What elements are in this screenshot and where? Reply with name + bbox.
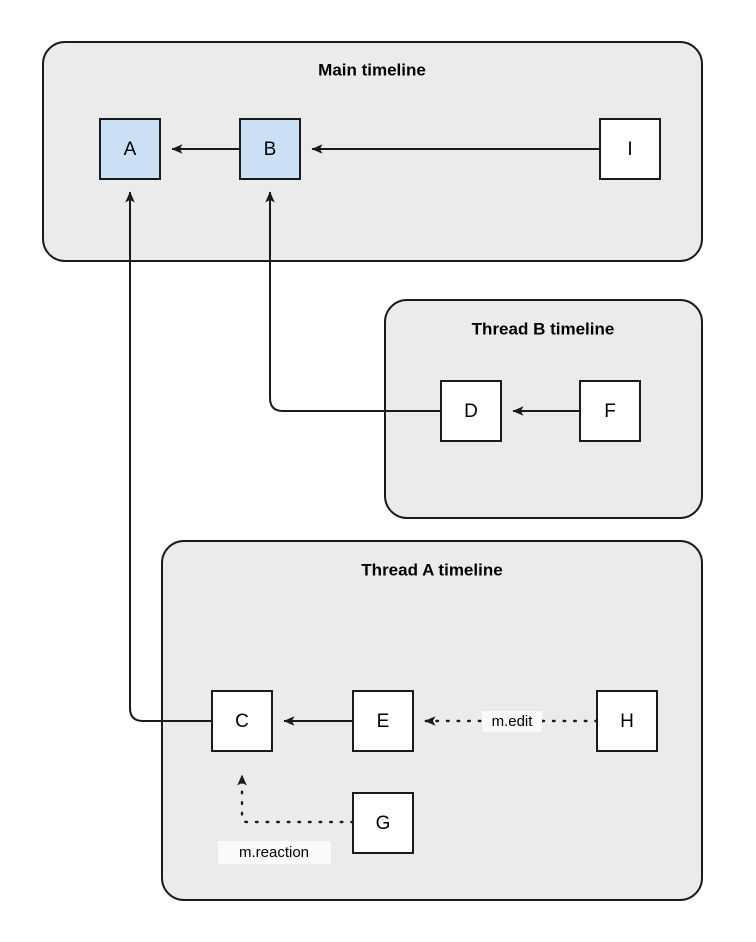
edge-label-m-reaction: m.reaction xyxy=(218,841,331,864)
edge-label-m-edit-background xyxy=(482,711,542,732)
node-i-label: I xyxy=(627,139,632,160)
edge-label-m-edit-text: m.edit xyxy=(492,713,534,730)
node-h-label: H xyxy=(620,711,634,732)
node-d-label: D xyxy=(464,401,478,422)
node-g[interactable]: G xyxy=(352,792,414,854)
node-c[interactable]: C xyxy=(211,690,273,752)
node-a-box[interactable] xyxy=(99,118,161,180)
node-a[interactable]: A xyxy=(99,118,161,180)
node-c-box[interactable] xyxy=(211,690,273,752)
edge-g-to-c xyxy=(237,773,355,824)
edge-label-m-edit: m.edit xyxy=(482,711,542,732)
node-e-box[interactable] xyxy=(352,690,414,752)
group-thread-b-timeline-title: Thread B timeline xyxy=(472,319,615,338)
node-i[interactable]: I xyxy=(599,118,661,180)
node-f[interactable]: F xyxy=(579,380,641,442)
node-a-label: A xyxy=(124,139,137,160)
group-thread-a-timeline-title: Thread A timeline xyxy=(361,560,502,579)
node-e-label: E xyxy=(377,711,390,732)
edge-label-m-reaction-background xyxy=(218,841,331,864)
edge-d-to-b xyxy=(265,191,441,412)
node-b-box[interactable] xyxy=(239,118,301,180)
node-f-label: F xyxy=(604,401,616,422)
edge-label-m-reaction-text: m.reaction xyxy=(239,844,309,861)
node-b-label: B xyxy=(264,139,277,160)
group-thread-b-timeline-box xyxy=(384,299,703,519)
node-e[interactable]: E xyxy=(352,690,414,752)
node-h[interactable]: H xyxy=(596,690,658,752)
node-d-box[interactable] xyxy=(440,380,502,442)
node-b[interactable]: B xyxy=(239,118,301,180)
group-main-timeline-title: Main timeline xyxy=(318,60,426,79)
node-d[interactable]: D xyxy=(440,380,502,442)
node-g-label: G xyxy=(376,813,391,834)
node-c-label: C xyxy=(235,711,249,732)
node-f-box[interactable] xyxy=(579,380,641,442)
node-i-box[interactable] xyxy=(599,118,661,180)
node-h-box[interactable] xyxy=(596,690,658,752)
group-thread-b-timeline: Thread B timeline xyxy=(384,299,703,519)
edge-c-to-a xyxy=(125,191,212,722)
group-main-timeline: Main timeline xyxy=(42,41,703,262)
group-main-timeline-box xyxy=(42,41,703,262)
node-g-box[interactable] xyxy=(352,792,414,854)
